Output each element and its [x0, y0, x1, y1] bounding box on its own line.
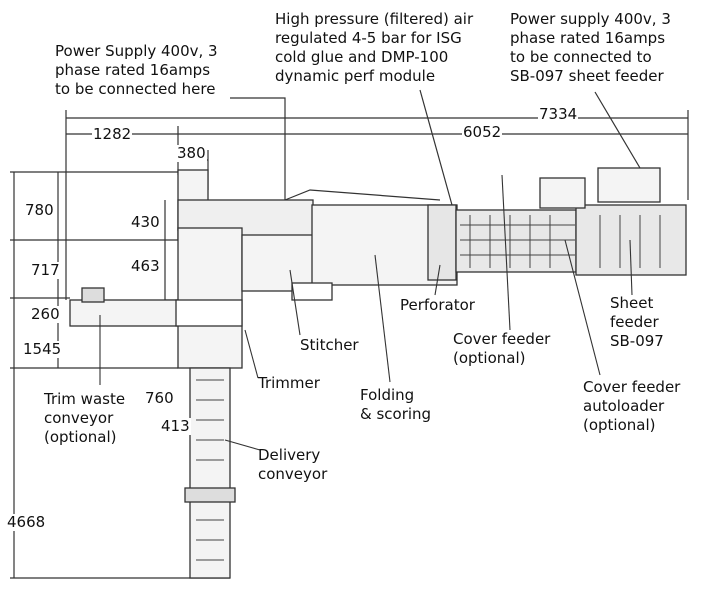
power-supply-main-label: Power Supply 400v, 3 phase rated 16amps …	[55, 42, 218, 98]
perforator-label: Perforator	[400, 296, 475, 314]
stitcher-body	[241, 234, 318, 292]
dimension-1282: 1282	[92, 125, 133, 143]
dimension-717: 717	[30, 261, 61, 279]
cover-feeder-body	[455, 209, 577, 273]
perforator-body	[427, 204, 457, 281]
leader-folding	[374, 254, 391, 383]
power-supply-sheet-feeder-label: Power supply 400v, 3 phase rated 16amps …	[510, 10, 671, 85]
control-panel	[291, 282, 333, 301]
leader-perforator	[434, 264, 441, 296]
leader-autoloader	[564, 239, 601, 376]
dimension-760: 760	[144, 389, 175, 407]
trimmer-body	[177, 227, 243, 369]
dimension-413: 413	[160, 417, 191, 435]
dimension-430: 430	[130, 213, 161, 231]
dimension-463: 463	[130, 257, 161, 275]
air-supply-label: High pressure (filtered) air regulated 4…	[275, 10, 474, 85]
dimension-7334: 7334	[538, 105, 579, 123]
leader-cover-feeder	[501, 174, 511, 331]
power-cable-main	[230, 97, 286, 200]
dimension-260: 260	[30, 305, 61, 323]
delivery-conveyor-label: Delivery conveyor	[258, 446, 328, 483]
dimension-780: 780	[24, 201, 55, 219]
autoloader-top	[539, 177, 586, 209]
trim-waste-conveyor	[69, 299, 179, 327]
leader-stitcher	[289, 269, 301, 336]
stitcher-label: Stitcher	[300, 336, 359, 354]
leader-delivery	[224, 439, 261, 451]
cover-feeder-autoloader-label: Cover feeder autoloader (optional)	[583, 378, 681, 434]
trim-waste-conveyor-label: Trim waste conveyor (optional)	[44, 390, 126, 446]
leader-sheet-feeder	[629, 239, 633, 296]
sheet-feeder-label: Sheet feeder SB-097	[610, 294, 664, 350]
delivery-conveyor	[189, 367, 231, 579]
trimmer-label: Trimmer	[258, 374, 320, 392]
dimension-380: 380	[176, 144, 207, 162]
cover-feeder-label: Cover feeder (optional)	[453, 330, 551, 367]
folding-scoring-label: Folding & scoring	[360, 386, 432, 423]
leader-trimmer	[244, 329, 259, 379]
dimension-1545: 1545	[22, 340, 63, 358]
dimension-6052: 6052	[462, 123, 503, 141]
sheet-feeder-top	[597, 167, 661, 203]
dimension-4668: 4668	[6, 513, 47, 531]
